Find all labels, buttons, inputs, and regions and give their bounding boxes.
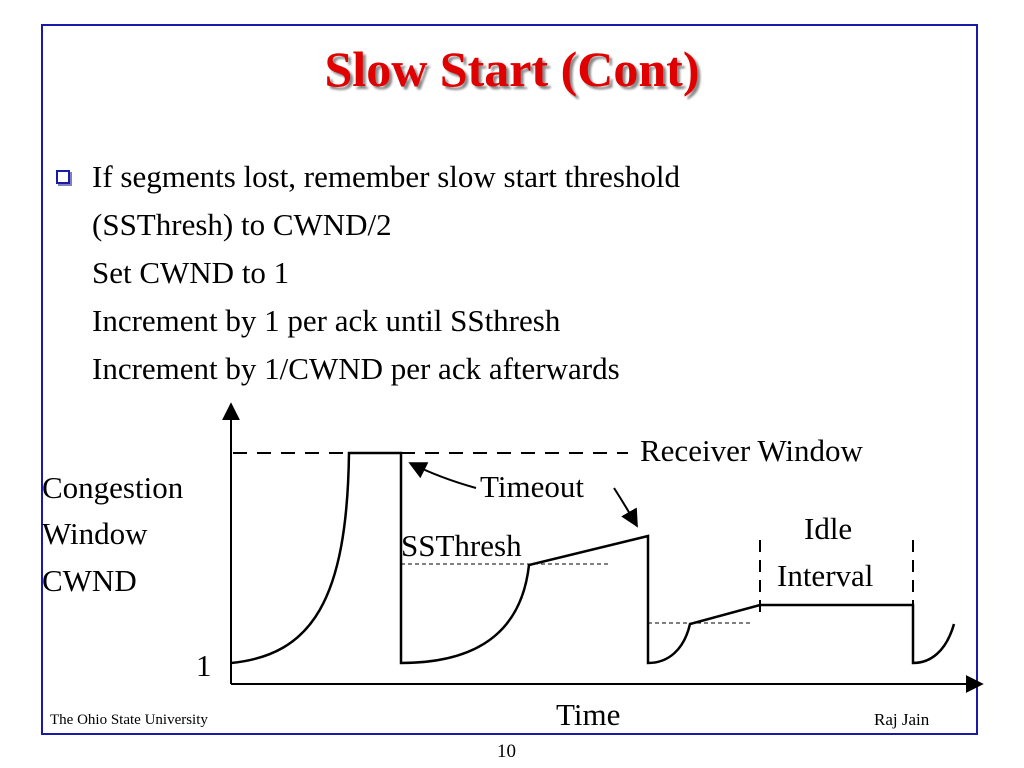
bullet-line-2: (SSThresh) to CWND/2	[92, 207, 392, 242]
idle-label: Idle	[804, 511, 853, 546]
ylabel-line-3: CWND	[42, 563, 137, 598]
page-number: 10	[497, 741, 516, 762]
ssthresh-label: SSThresh	[401, 528, 522, 563]
footer-left: The Ohio State University	[50, 712, 208, 728]
bullet-line-3: Set CWND to 1	[92, 255, 290, 290]
slide-border	[41, 24, 978, 735]
footer-right: Raj Jain	[874, 710, 930, 729]
bullet-square-icon	[56, 170, 70, 184]
bullet-line-4: Increment by 1 per ack until SSthresh	[92, 303, 561, 338]
timeout-arrow-right	[613, 487, 638, 528]
slide-title: Slow Start (Cont)	[324, 41, 700, 97]
interval-label: Interval	[777, 558, 874, 593]
cwnd-curve	[230, 451, 956, 665]
receiver-window-label: Receiver Window	[640, 433, 863, 468]
ylabel-line-2: Window	[42, 516, 148, 551]
ylabel-line-1: Congestion	[42, 470, 184, 505]
bullet-line-1: If segments lost, remember slow start th…	[92, 159, 681, 194]
x-axis-label: Time	[556, 697, 621, 732]
y-tick-label: 1	[196, 648, 212, 683]
timeout-label: Timeout	[480, 469, 584, 504]
timeout-arrow-left	[408, 462, 477, 489]
bullet-line-5: Increment by 1/CWND per ack afterwards	[92, 351, 620, 386]
